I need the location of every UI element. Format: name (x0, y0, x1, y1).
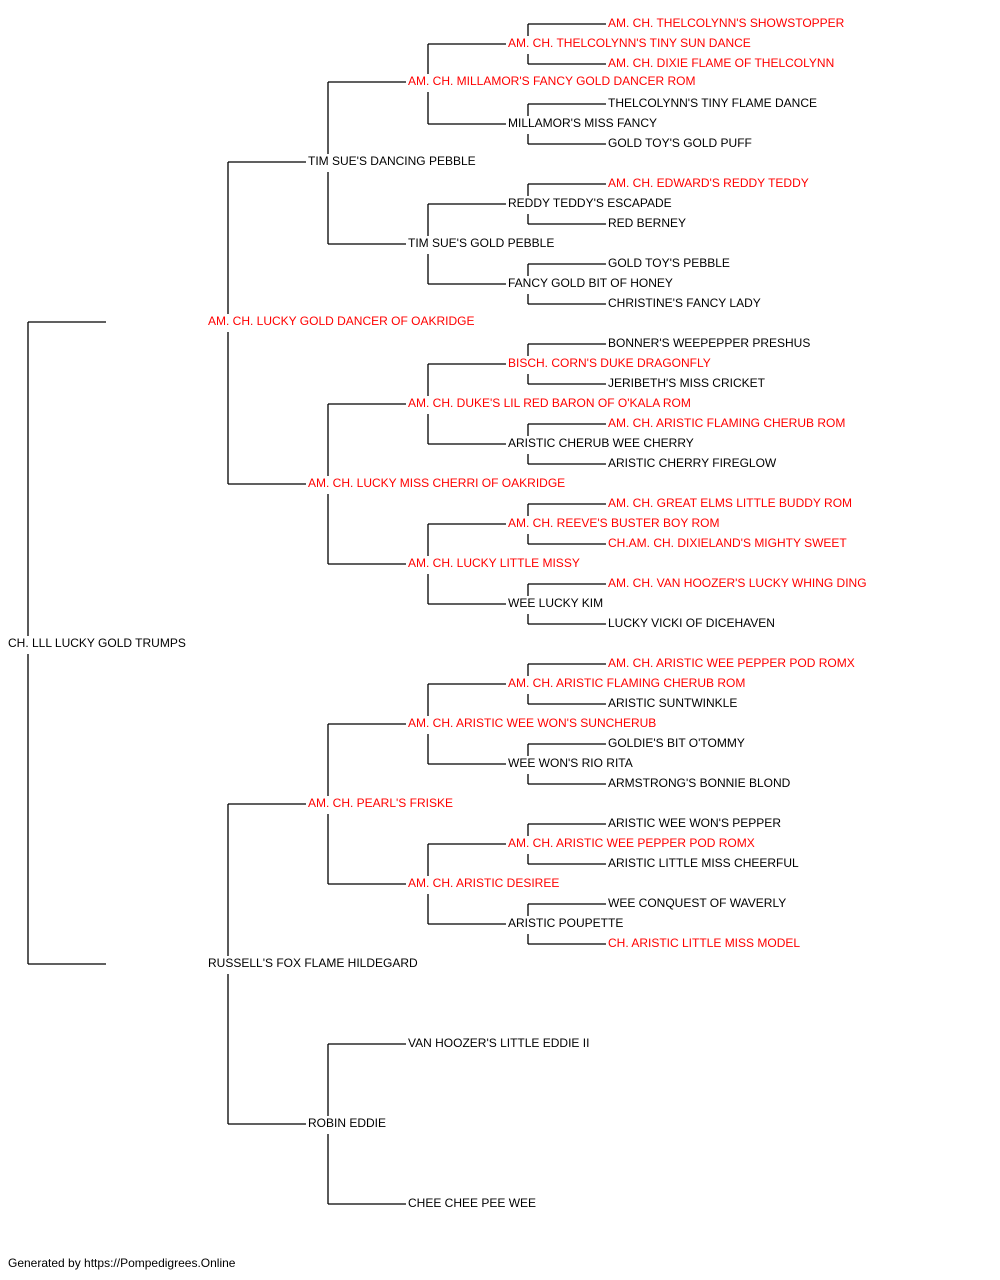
ancestor-gen5-name: LUCKY VICKI OF DICEHAVEN (608, 616, 775, 630)
ancestor-gen5-name: ARISTIC CHERRY FIREGLOW (608, 456, 777, 470)
ancestor-gen1-name: AM. CH. LUCKY GOLD DANCER OF OAKRIDGE (208, 314, 475, 328)
ancestor-gen2-name: TIM SUE'S DANCING PEBBLE (308, 154, 476, 168)
ancestor-gen4-name: AM. CH. THELCOLYNN'S TINY SUN DANCE (508, 36, 751, 50)
ancestor-gen2-name: ROBIN EDDIE (308, 1116, 386, 1130)
ancestor-gen5-name: RED BERNEY (608, 216, 686, 230)
ancestor-gen5-name: AM. CH. VAN HOOZER'S LUCKY WHING DING (608, 576, 867, 590)
ancestor-gen4-name: WEE WON'S RIO RITA (508, 756, 633, 770)
ancestor-gen4-name: REDDY TEDDY'S ESCAPADE (508, 196, 672, 210)
ancestor-gen3-name: VAN HOOZER'S LITTLE EDDIE II (408, 1036, 589, 1050)
ancestor-gen5-name: CHRISTINE'S FANCY LADY (608, 296, 761, 310)
ancestor-gen5-name: ARMSTRONG'S BONNIE BLOND (608, 776, 791, 790)
ancestor-gen3-name: AM. CH. MILLAMOR'S FANCY GOLD DANCER ROM (408, 74, 695, 88)
ancestor-gen4-name: WEE LUCKY KIM (508, 596, 603, 610)
ancestor-gen4-name: AM. CH. ARISTIC FLAMING CHERUB ROM (508, 676, 745, 690)
ancestor-gen5-name: THELCOLYNN'S TINY FLAME DANCE (608, 96, 817, 110)
ancestor-gen2-name: AM. CH. PEARL'S FRISKE (308, 796, 453, 810)
pedigree-tree: CH. LLL LUCKY GOLD TRUMPS AM. CH. LUCKY G… (8, 16, 867, 1210)
ancestor-gen3-name: AM. CH. LUCKY LITTLE MISSY (408, 556, 580, 570)
ancestor-gen5-name: ARISTIC SUNTWINKLE (608, 696, 737, 710)
ancestor-gen4-name: AM. CH. REEVE'S BUSTER BOY ROM (508, 516, 719, 530)
ancestor-gen4-name: BISCH. CORN'S DUKE DRAGONFLY (508, 356, 711, 370)
ancestor-gen5-name: GOLDIE'S BIT O'TOMMY (608, 736, 745, 750)
ancestor-gen1-name: RUSSELL'S FOX FLAME HILDEGARD (208, 956, 418, 970)
ancestor-gen3-name: AM. CH. DUKE'S LIL RED BARON OF O'KALA R… (408, 396, 691, 410)
subject-name: CH. LLL LUCKY GOLD TRUMPS (8, 636, 186, 650)
ancestor-gen5-name: AM. CH. ARISTIC FLAMING CHERUB ROM (608, 416, 845, 430)
ancestor-gen4-name: FANCY GOLD BIT OF HONEY (508, 276, 673, 290)
pedigree-name-labels: CH. LLL LUCKY GOLD TRUMPS AM. CH. LUCKY G… (8, 16, 867, 1210)
ancestor-gen4-name: MILLAMOR'S MISS FANCY (508, 116, 657, 130)
ancestor-gen3-name: TIM SUE'S GOLD PEBBLE (408, 236, 554, 250)
ancestor-gen3-name: AM. CH. ARISTIC DESIREE (408, 876, 559, 890)
ancestor-gen5-name: AM. CH. ARISTIC WEE PEPPER POD ROMX (608, 656, 855, 670)
ancestor-gen5-name: JERIBETH'S MISS CRICKET (608, 376, 766, 390)
ancestor-gen4-name: ARISTIC CHERUB WEE CHERRY (508, 436, 694, 450)
ancestor-gen5-name: ARISTIC WEE WON'S PEPPER (608, 816, 781, 830)
ancestor-gen5-name: WEE CONQUEST OF WAVERLY (608, 896, 786, 910)
ancestor-gen5-name: AM. CH. DIXIE FLAME OF THELCOLYNN (608, 56, 834, 70)
ancestor-gen5-name: AM. CH. GREAT ELMS LITTLE BUDDY ROM (608, 496, 852, 510)
ancestor-gen2-name: AM. CH. LUCKY MISS CHERRI OF OAKRIDGE (308, 476, 565, 490)
ancestor-gen5-name: BONNER'S WEEPEPPER PRESHUS (608, 336, 810, 350)
ancestor-gen3-name: CHEE CHEE PEE WEE (408, 1196, 536, 1210)
ancestor-gen5-name: AM. CH. EDWARD'S REDDY TEDDY (608, 176, 809, 190)
ancestor-gen4-name: ARISTIC POUPETTE (508, 916, 623, 930)
ancestor-gen5-name: GOLD TOY'S PEBBLE (608, 256, 730, 270)
footer-credit: Generated by https://Pompedigrees.Online (8, 1256, 236, 1270)
ancestor-gen4-name: AM. CH. ARISTIC WEE PEPPER POD ROMX (508, 836, 755, 850)
ancestor-gen5-name: AM. CH. THELCOLYNN'S SHOWSTOPPER (608, 16, 845, 30)
ancestor-gen5-name: ARISTIC LITTLE MISS CHEERFUL (608, 856, 799, 870)
ancestor-gen5-name: GOLD TOY'S GOLD PUFF (608, 136, 752, 150)
pedigree-connector-lines (27, 23, 606, 1205)
ancestor-gen5-name: CH. ARISTIC LITTLE MISS MODEL (608, 936, 800, 950)
ancestor-gen5-name: CH.AM. CH. DIXIELAND'S MIGHTY SWEET (608, 536, 847, 550)
ancestor-gen3-name: AM. CH. ARISTIC WEE WON'S SUNCHERUB (408, 716, 656, 730)
